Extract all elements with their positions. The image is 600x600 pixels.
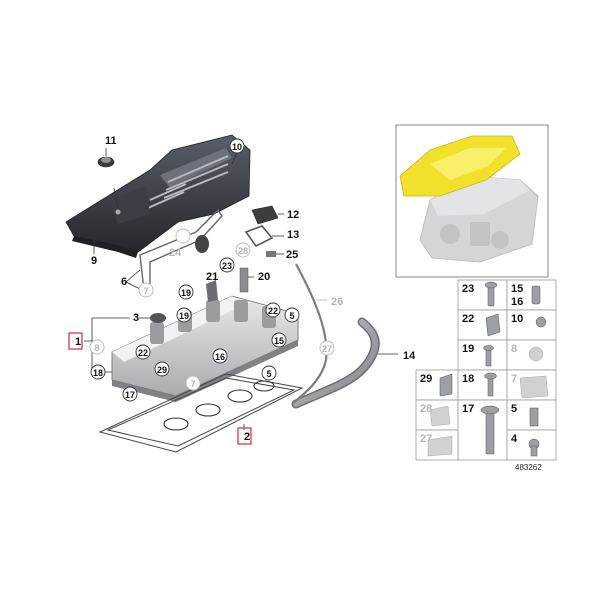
grid-label-29: 29 bbox=[420, 373, 432, 385]
grommet bbox=[195, 235, 209, 253]
part-label-1: 1 bbox=[75, 336, 81, 348]
part-label-20: 20 bbox=[258, 271, 270, 283]
svg-text:7: 7 bbox=[143, 286, 148, 296]
part-label-3: 3 bbox=[133, 312, 139, 324]
oil-filler-cap bbox=[97, 156, 115, 168]
svg-text:28: 28 bbox=[238, 246, 248, 256]
grey-part-label-26: 26 bbox=[331, 296, 343, 308]
svg-text:19: 19 bbox=[181, 288, 191, 298]
vent-part bbox=[239, 267, 254, 293]
grid-label-16: 16 bbox=[511, 296, 523, 308]
svg-text:10: 10 bbox=[232, 142, 242, 152]
grid-label-8: 8 bbox=[511, 343, 517, 355]
grey-callout-blank bbox=[175, 228, 191, 244]
part-label-12: 12 bbox=[287, 209, 299, 221]
svg-text:17: 17 bbox=[125, 390, 135, 400]
callout-18: 18 bbox=[90, 364, 106, 380]
grid-label-7: 7 bbox=[511, 373, 517, 385]
callout-17: 17 bbox=[122, 386, 138, 402]
vent-tube bbox=[291, 263, 328, 405]
part-label-25: 25 bbox=[286, 249, 298, 261]
grey-callout-27: 27 bbox=[319, 340, 335, 356]
grid-label-19: 19 bbox=[462, 343, 474, 355]
callout-29: 29 bbox=[154, 361, 170, 377]
grid-label-23: 23 bbox=[462, 283, 474, 295]
callout-22: 22 bbox=[265, 302, 281, 318]
svg-text:7: 7 bbox=[190, 379, 195, 389]
svg-text:5: 5 bbox=[266, 369, 271, 379]
svg-text:5: 5 bbox=[289, 311, 294, 321]
svg-text:16: 16 bbox=[215, 352, 225, 362]
part-label-9: 9 bbox=[91, 255, 97, 267]
grey-callout-7: 7 bbox=[138, 282, 154, 298]
callout-10: 10 bbox=[229, 138, 245, 154]
grid-label-5: 5 bbox=[511, 403, 517, 415]
diagram-id: 483262 bbox=[515, 463, 542, 472]
part-label-13: 13 bbox=[287, 229, 299, 241]
grid-label-17: 17 bbox=[462, 403, 474, 415]
grid-label-22: 22 bbox=[462, 313, 474, 325]
grid-label-27: 27 bbox=[420, 433, 432, 445]
grid-label-4: 4 bbox=[511, 433, 518, 445]
grid-label-28: 28 bbox=[420, 403, 432, 415]
grid-label-15: 15 bbox=[511, 283, 523, 295]
callout-22: 22 bbox=[135, 344, 151, 360]
svg-text:18: 18 bbox=[93, 368, 103, 378]
grey-part-label-24: 24 bbox=[169, 247, 182, 259]
callout-19: 19 bbox=[178, 284, 194, 300]
callout-23: 23 bbox=[219, 257, 235, 273]
callout-19: 19 bbox=[176, 307, 192, 323]
svg-text:8: 8 bbox=[94, 343, 99, 353]
seal-3 bbox=[139, 313, 166, 323]
seal-ring bbox=[244, 225, 284, 248]
engine-cover bbox=[65, 134, 251, 258]
main-labels: 11 9 12 13 25 6 21 20 3 1 14 2 bbox=[75, 135, 416, 443]
svg-text:29: 29 bbox=[157, 365, 167, 375]
svg-text:27: 27 bbox=[322, 344, 332, 354]
gasket-set bbox=[98, 373, 304, 453]
sensor-part bbox=[251, 205, 284, 225]
svg-text:23: 23 bbox=[222, 261, 232, 271]
callout-15: 15 bbox=[271, 332, 287, 348]
callout-5: 5 bbox=[261, 365, 277, 381]
grey-callout-7: 7 bbox=[185, 375, 201, 391]
breather-hose bbox=[291, 317, 398, 409]
parts-grid bbox=[415, 279, 557, 461]
grey-callout-8: 8 bbox=[89, 339, 105, 355]
part-label-6: 6 bbox=[121, 276, 127, 288]
svg-text:22: 22 bbox=[138, 348, 148, 358]
grid-label-10: 10 bbox=[511, 313, 523, 325]
grey-callout-28: 28 bbox=[235, 242, 251, 258]
grey-labels: 26 24 bbox=[169, 247, 343, 308]
part-label-21: 21 bbox=[206, 271, 218, 283]
part-label-2: 2 bbox=[244, 431, 250, 443]
svg-text:19: 19 bbox=[179, 311, 189, 321]
svg-text:22: 22 bbox=[268, 306, 278, 316]
bracket-21 bbox=[206, 280, 218, 302]
callout-5: 5 bbox=[284, 307, 300, 323]
label-10-leader bbox=[231, 152, 238, 165]
redbox-2 bbox=[237, 427, 252, 445]
part-label-11: 11 bbox=[105, 135, 117, 147]
part-label-14: 14 bbox=[403, 350, 416, 362]
redbox-1 bbox=[68, 332, 83, 350]
cover-ribs bbox=[147, 155, 229, 209]
clip-part bbox=[266, 251, 284, 257]
callout-circles: 10 23 19 22 19 5 15 22 16 29 18 17 5 7 8 7 27 28 bbox=[89, 138, 335, 402]
engine-locator-inset bbox=[395, 124, 549, 278]
callout-16: 16 bbox=[212, 348, 228, 364]
grid-label-18: 18 bbox=[462, 373, 474, 385]
svg-text:15: 15 bbox=[274, 336, 284, 346]
